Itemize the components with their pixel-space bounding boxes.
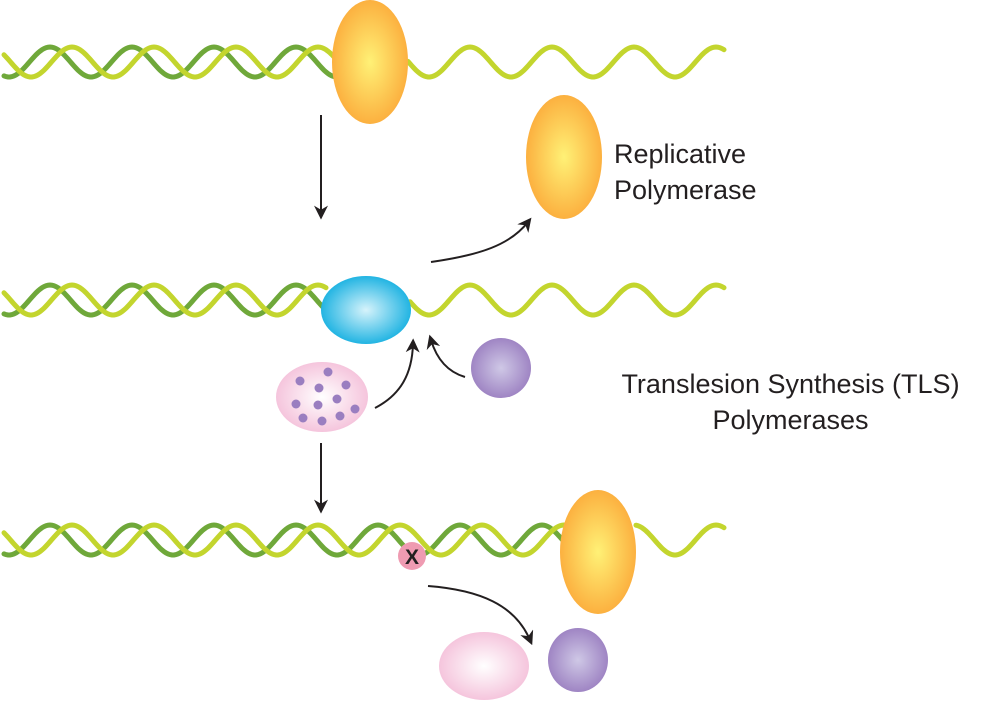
complex-dot: [314, 383, 324, 393]
dna-lesion-marker: X: [398, 542, 426, 570]
replicative-polymerase-label: Replicative Polymerase: [614, 136, 757, 208]
tls-complex-dots: [291, 367, 360, 426]
complex-dot: [298, 413, 308, 423]
complex-dot: [335, 411, 345, 421]
tls-polymerases-label: Translesion Synthesis (TLS) Polymerases: [583, 366, 998, 438]
complex-dot: [332, 394, 342, 404]
complex-dot: [323, 367, 333, 377]
replicative-polymerase-row1: [332, 0, 408, 124]
dna-single-strand: [633, 522, 727, 558]
dna-single-strand: [407, 282, 727, 318]
replicative-polymerase-label-line1: Replicative: [614, 139, 747, 169]
lesion-x-label: X: [405, 546, 419, 569]
dna-strand-nascent: [1, 522, 567, 558]
released-tls-polymerase-pink: [439, 632, 529, 700]
complex-dot: [313, 400, 323, 410]
dna-helix-row2: [1, 282, 727, 318]
arrow-purple-to-dna: [426, 334, 466, 378]
complex-dot: [350, 404, 360, 414]
arrow-tls-release: [427, 585, 534, 646]
replicative-polymerase-label-line2: Polymerase: [614, 175, 757, 205]
dna-helix-row1: [1, 44, 727, 80]
tls-polymerases-label-line1: Translesion Synthesis (TLS): [621, 369, 960, 399]
complex-dot: [291, 399, 301, 409]
tls-polymerase-pink-complex: [276, 362, 368, 432]
released-tls-polymerase-purple: [548, 628, 608, 692]
replicative-polymerase-row3: [560, 490, 636, 614]
dna-single-strand: [405, 44, 727, 80]
dna-strand-nascent: [1, 282, 329, 318]
arrow-polymerase-release: [430, 217, 532, 263]
arrow-pink-to-dna: [374, 338, 420, 409]
complex-dot: [295, 376, 305, 386]
complex-dot: [317, 416, 327, 426]
tls-polymerases-label-line2: Polymerases: [712, 405, 869, 435]
released-replicative-polymerase: [526, 95, 602, 219]
dna-strand-nascent: [1, 44, 339, 80]
dna-helix-row3: [1, 522, 727, 558]
complex-dot: [341, 380, 351, 390]
tls-polymerase-purple: [471, 338, 531, 398]
stalled-polymerase: [321, 276, 411, 344]
dna-strand-template: [1, 282, 329, 318]
